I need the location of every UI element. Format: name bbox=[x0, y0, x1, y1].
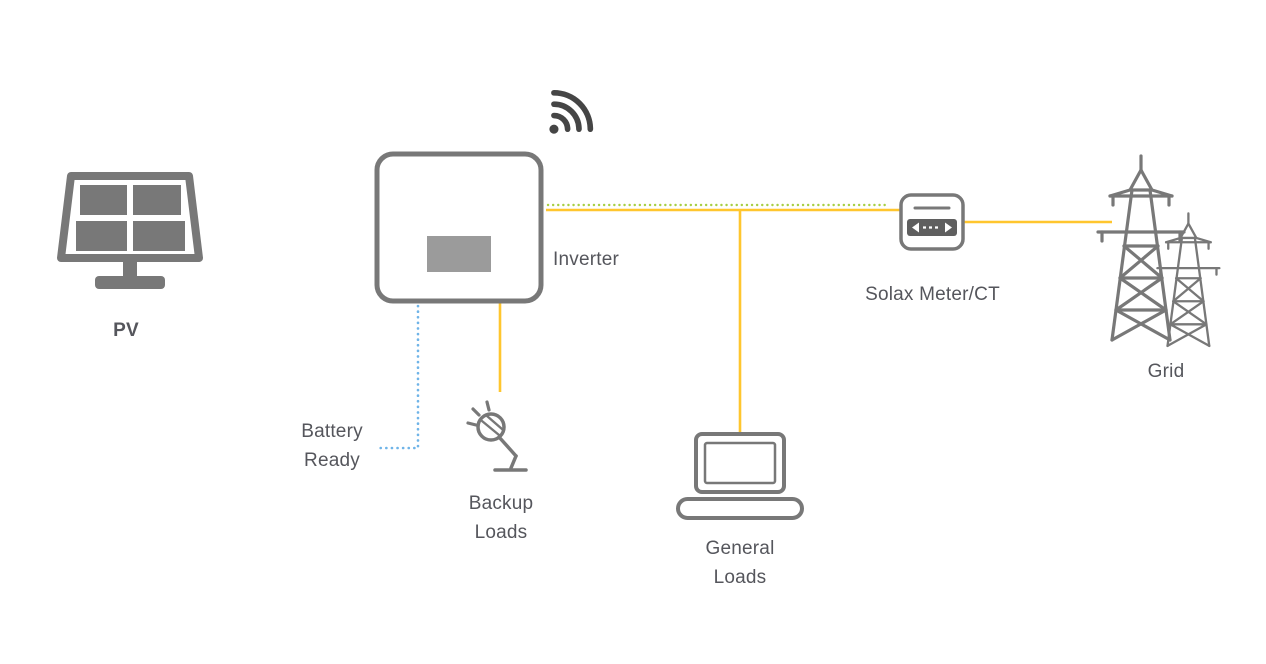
pv-label: PV bbox=[113, 320, 139, 341]
general-loads-label: General Loads bbox=[705, 538, 775, 588]
backup-loads-label: Backup Loads bbox=[468, 493, 534, 543]
backup-loads-lamp-icon bbox=[466, 400, 528, 472]
inverter-label: Inverter bbox=[553, 249, 620, 270]
battery-ready-label: Battery Ready bbox=[301, 421, 363, 471]
solax-meter-icon bbox=[899, 193, 965, 251]
wifi-icon bbox=[549, 89, 594, 134]
grid-towers-icon bbox=[1096, 154, 1221, 348]
solax-meter-label: Solax Meter/CT bbox=[865, 284, 1000, 305]
grid-label: Grid bbox=[1147, 361, 1185, 382]
pv-panel-icon bbox=[57, 172, 203, 289]
inverter-icon bbox=[374, 151, 544, 304]
general-loads-laptop-icon bbox=[676, 432, 804, 520]
battery-ready-line bbox=[378, 304, 420, 450]
